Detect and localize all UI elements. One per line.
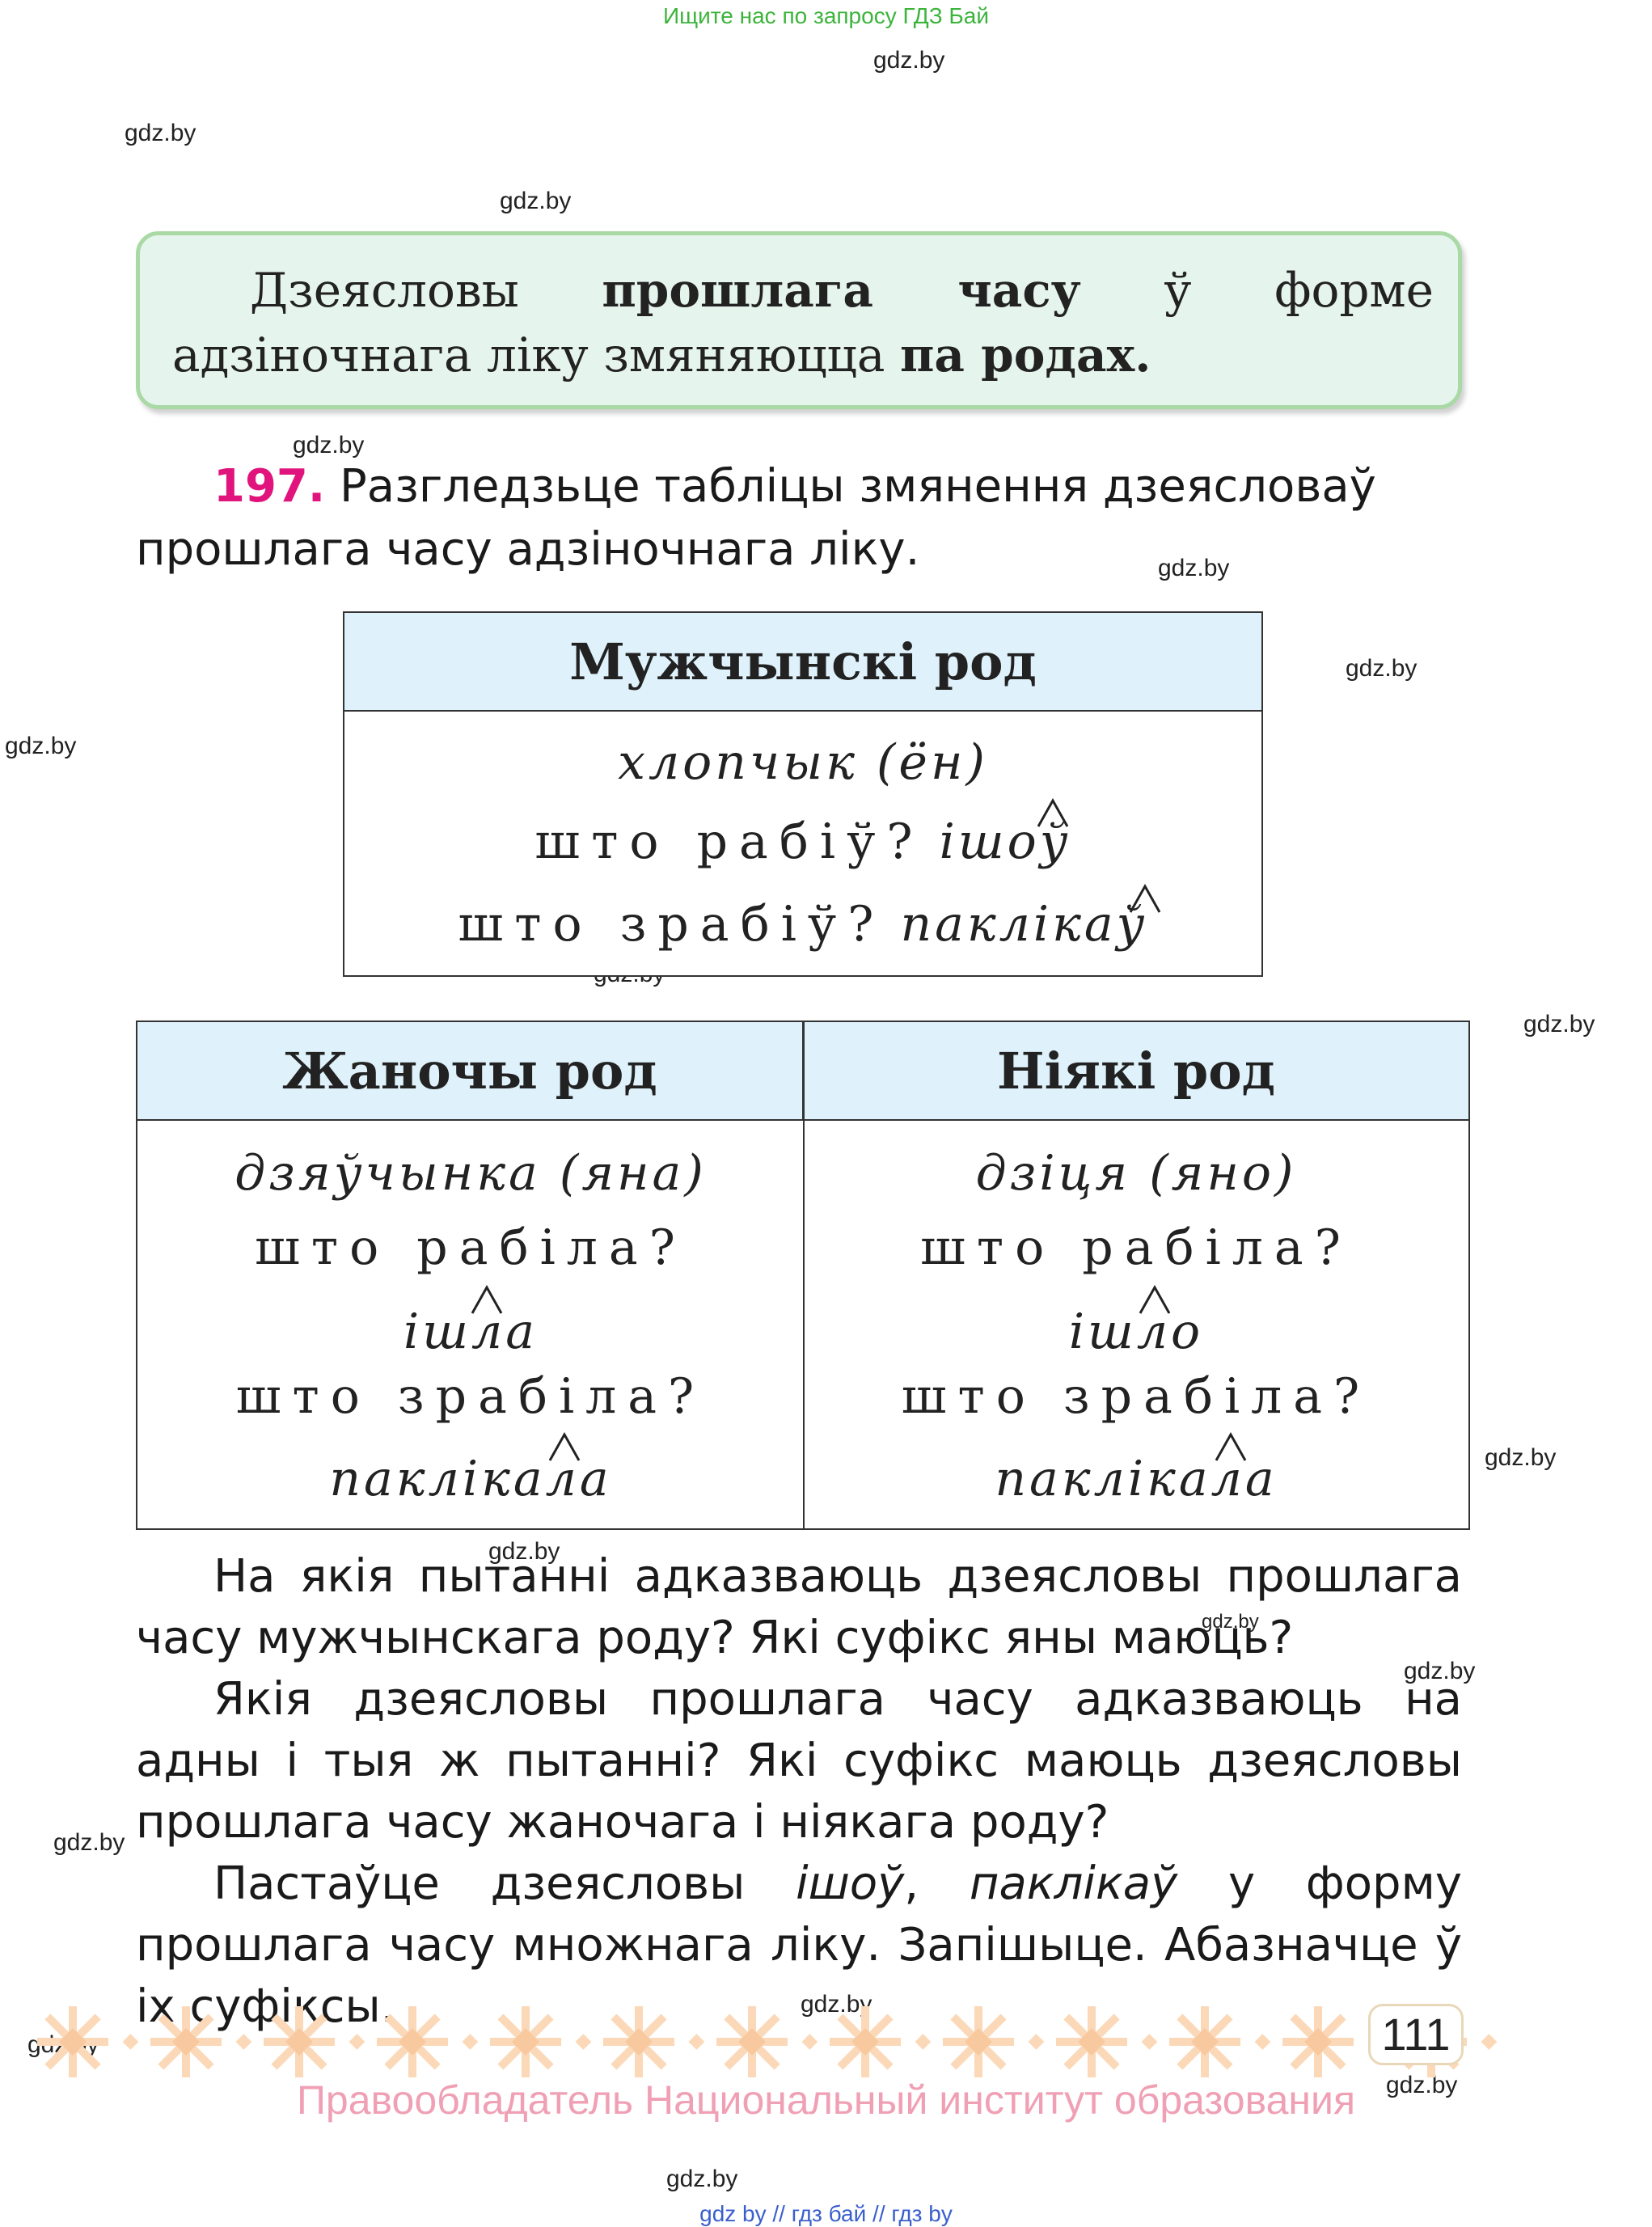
neuter-table-header: Ніякі род [804, 1022, 1468, 1121]
watermark: gdz.by [1404, 1658, 1476, 1684]
question-text: што рабіў? [534, 813, 924, 870]
watermark: gdz.by [500, 188, 572, 214]
suffix-mark-icon [548, 1431, 581, 1461]
ornament-motif [830, 2006, 901, 2077]
feminine-answer-1: ішла [403, 1304, 538, 1360]
watermark: gdz.by [1158, 555, 1230, 581]
masculine-question-2: што зрабіў? паклікаў [344, 896, 1261, 953]
ornament-motif [1282, 2006, 1354, 2077]
question-text: што зрабіў? [458, 896, 885, 953]
feminine-noun: дзяўчынка (яна) [234, 1145, 707, 1202]
ornament-diamond [915, 2034, 932, 2050]
paragraph-text: у форму прошлага часу множнага ліку. Зап… [136, 1857, 1462, 2033]
rule-box: Дзеясловы прошлага часу ў форме адзіночн… [136, 231, 1462, 409]
footer-links[interactable]: gdz by // гдз бай // гдз by [699, 2201, 953, 2226]
paragraph-text: , [904, 1857, 970, 1910]
masculine-question-1: што рабіў? ішоў [344, 813, 1261, 870]
masculine-table-header: Мужчынскі род [344, 613, 1261, 712]
masculine-noun: хлопчык (ён) [618, 734, 988, 791]
ornament-diamond [122, 2034, 139, 2050]
ornament-diamond [688, 2034, 705, 2050]
watermark: gdz.by [125, 120, 196, 146]
masculine-table: Мужчынскі род хлопчык (ён) што рабіў? іш… [343, 611, 1263, 977]
suffix-mark-icon [1129, 883, 1161, 913]
paragraph-text: Пастаўце дзеясловы [213, 1857, 796, 1910]
feminine-answer-2: паклікала [329, 1451, 612, 1507]
watermark: gdz.by [1202, 1611, 1259, 1633]
ornament-motif [1169, 2006, 1240, 2077]
watermark: gdz.by [53, 1829, 125, 1856]
ornament-motif [37, 2006, 108, 2077]
italic-word: паклікаў [969, 1857, 1178, 1910]
watermark: gdz.by [293, 432, 365, 458]
neuter-noun: дзіця (яно) [975, 1145, 1297, 1202]
page-number: 111 [1368, 2004, 1464, 2065]
ornament-diamond [1481, 2034, 1498, 2050]
ornament-diamond [349, 2034, 365, 2050]
watermark: gdz.by [666, 2166, 738, 2192]
question-paragraph-2: Якія дзеясловы прошлага часу адказваюць … [136, 1673, 1462, 1849]
rule-text: Дзеясловы прошлага часу ў форме адзіночн… [172, 258, 1434, 387]
neuter-answer-2: паклікала [995, 1451, 1278, 1507]
italic-word: ішоў [796, 1857, 905, 1910]
folk-ornament-strip [37, 2006, 1498, 2077]
rule-text-part: . [1134, 328, 1151, 382]
ornament-diamond [462, 2034, 479, 2050]
watermark: gdz.by [488, 1538, 560, 1565]
ornament-diamond [1028, 2034, 1045, 2050]
ornament-motif [377, 2006, 448, 2077]
ornament-diamond [1254, 2034, 1271, 2050]
feminine-question-2: што зрабіла? [235, 1368, 706, 1425]
ornament-motif [150, 2006, 222, 2077]
watermark: gdz.by [1523, 1011, 1595, 1037]
exercise-line-2: прошлага часу адзіночнага ліку. [136, 523, 920, 576]
ornament-diamond [575, 2034, 592, 2050]
rule-bold-term: прошлага часу [602, 263, 1081, 318]
suffix-mark-icon [471, 1284, 503, 1314]
watermark: gdz.by [1485, 1444, 1557, 1471]
search-hint-link[interactable]: Ищите нас по запросу ГДЗ Бай [662, 3, 990, 28]
watermark: gdz.by [873, 47, 945, 74]
exercise-number-dot: . [307, 460, 326, 513]
rule-bold-term: па родах [899, 328, 1135, 382]
rule-text-part: Дзеясловы [250, 263, 602, 318]
ornament-diamond [1141, 2034, 1158, 2050]
ornament-diamond [235, 2034, 252, 2050]
ornament-motif [264, 2006, 335, 2077]
ornament-diamond [801, 2034, 818, 2050]
ornament-motif [943, 2006, 1014, 2077]
neuter-question-1: што рабіла? [920, 1219, 1352, 1276]
question-paragraph-1: На якія пытанні адказваюць дзеясловы про… [136, 1550, 1462, 1664]
suffix-mark-icon [1037, 797, 1069, 827]
suffix-mark-icon [1215, 1431, 1247, 1461]
column-divider [803, 1022, 805, 1528]
watermark: gdz.by [5, 733, 77, 759]
answer-verb: ішоў [939, 813, 1071, 870]
suffix-mark-icon [1139, 1284, 1171, 1314]
watermark: gdz.by [1386, 2072, 1458, 2098]
answer-verb: паклікаў [900, 896, 1148, 953]
question-paragraph-3: Пастаўце дзеясловы ішоў, паклікаў у форм… [136, 1853, 1462, 2038]
neuter-question-2: што зрабіла? [901, 1368, 1371, 1425]
exercise-text: Разгледзьце табліцы змянення дзеясловаў [325, 460, 1376, 513]
watermark: gdz.by [801, 1991, 872, 2018]
feminine-table-header: Жаночы род [137, 1022, 804, 1121]
copyright-notice: Правообладатель Национальный институт об… [296, 2077, 1356, 2123]
rule-text-part: ў форме адзіночнага ліку змяняюцца [172, 263, 1434, 382]
feminine-question-1: што рабіла? [255, 1219, 687, 1276]
ornament-motif [603, 2006, 674, 2077]
watermark: gdz.by [1346, 655, 1418, 682]
exercise-number: 197 [213, 460, 308, 513]
exercise-line-1: 197. Разгледзьце табліцы змянення дзеясл… [136, 456, 1462, 518]
ornament-motif [490, 2006, 561, 2077]
ornament-motif [716, 2006, 788, 2077]
ornament-motif [1056, 2006, 1127, 2077]
neuter-answer-1: ішло [1068, 1304, 1204, 1360]
fem-neut-table: Жаночы род Ніякі род дзяўчынка (яна) што… [136, 1021, 1470, 1530]
